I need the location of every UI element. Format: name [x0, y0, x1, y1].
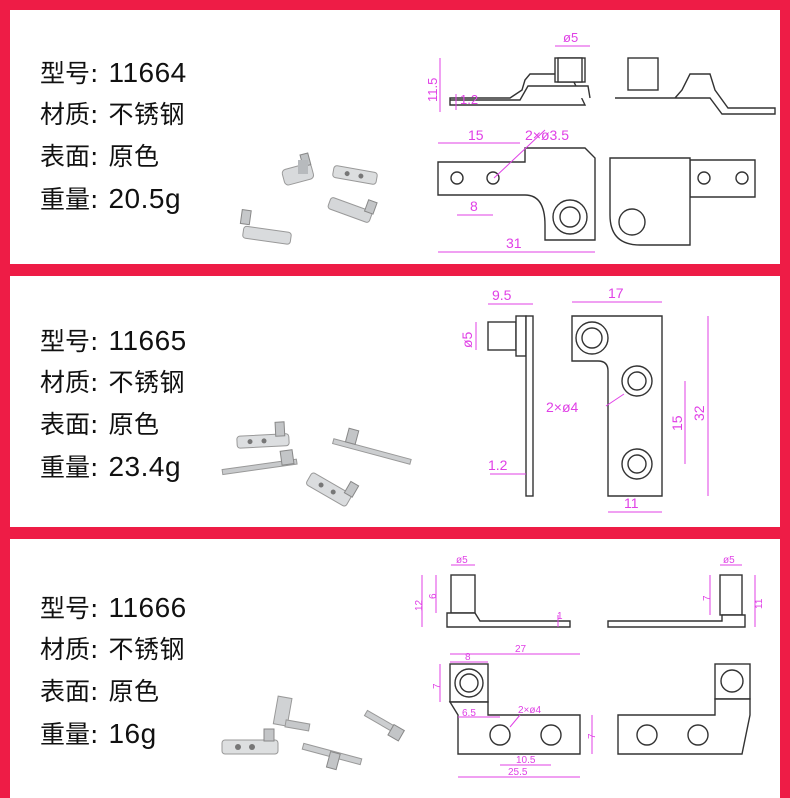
dim-pitch: 10.5 [516, 755, 536, 766]
spec-list: 型号:11666 材质:不锈钢 表面:原色 重量:16g [40, 587, 187, 755]
dim-holes: 2×ø4 [546, 399, 579, 415]
spec-material: 材质: 不锈钢 [40, 629, 187, 671]
spec-sep: : [90, 594, 99, 623]
spec-label: 型号 [40, 594, 91, 623]
product-photo [239, 152, 378, 245]
spec-sep: : [90, 142, 99, 171]
dim-hole-pitch: 15 [669, 415, 685, 431]
dim-tab-w: 8 [465, 652, 471, 663]
product-panel-11666: 型号:11666 材质:不锈钢 表面:原色 重量:16g ø5 12 6 1 ø… [10, 539, 780, 798]
spec-label: 表面 [40, 410, 91, 439]
material-value: 不锈钢 [108, 368, 185, 397]
spec-surface: 表面: 原色 [40, 136, 187, 178]
spec-label: 重量 [40, 185, 91, 214]
spec-material: 材质: 不锈钢 [40, 362, 187, 404]
dim-height: 7 [587, 733, 598, 739]
dim-pin-right: 7 [702, 595, 713, 601]
dim-d-top: ø5 [563, 30, 578, 45]
dim-height: 32 [691, 405, 707, 421]
spec-sep: : [90, 100, 99, 129]
model-value: 11665 [108, 325, 187, 356]
product-photo [221, 695, 406, 771]
product-panel-11665: 型号:11665 材质:不锈钢 表面:原色 重量:23.4g 9.5 ø5 1.… [10, 276, 780, 527]
front-view-drawing: 27 8 7 2×ø4 6.5 10.5 25.5 7 [432, 644, 751, 778]
spec-model: 型号:11665 [40, 320, 187, 362]
product-photo [221, 421, 412, 507]
product-photo-and-drawing: 9.5 ø5 1.2 17 2×ø4 15 32 11 [221, 285, 709, 513]
spec-label: 材质 [40, 368, 91, 397]
spec-label: 表面 [40, 142, 91, 171]
spec-sep: : [90, 453, 99, 482]
side-view-drawing: 9.5 ø5 1.2 [459, 287, 534, 497]
material-value: 不锈钢 [108, 635, 185, 664]
dim-thickness: 1.2 [460, 92, 478, 107]
spec-label: 重量 [40, 720, 91, 749]
weight-value: 20.5g [108, 183, 182, 214]
spec-sep: : [90, 59, 99, 88]
model-value: 11666 [108, 592, 187, 623]
spec-sep: : [90, 720, 99, 749]
dim-h-total: 11.5 [425, 78, 440, 102]
dim-holes: 2×ø4 [518, 705, 542, 716]
spec-label: 重量 [40, 453, 91, 482]
dim-total: 25.5 [508, 767, 528, 778]
spec-list: 型号:11665 材质:不锈钢 表面:原色 重量:23.4g [40, 320, 187, 488]
front-view-drawing: 15 2×ø3.5 8 31 [437, 127, 756, 253]
dim-thickness: 1 [557, 611, 563, 622]
dim-holes: 2×ø3.5 [525, 127, 569, 143]
side-view-drawing: ø5 11.5 1.2 [425, 30, 776, 115]
dim-pin-left: 6 [428, 593, 439, 599]
spec-sep: : [90, 327, 99, 356]
spec-sep: : [90, 410, 99, 439]
model-value: 11664 [108, 57, 187, 88]
dim-d-pin: ø5 [459, 331, 475, 348]
dim-d-right: ø5 [723, 555, 735, 566]
dim-h-right: 11 [754, 598, 765, 609]
spec-label: 材质 [40, 100, 91, 129]
spec-label: 材质 [40, 635, 91, 664]
spec-sep: : [90, 368, 99, 397]
dim-tab-h: 7 [432, 683, 443, 689]
product-photo-and-drawing: ø5 11.5 1.2 15 2×ø3.5 8 31 [239, 30, 776, 253]
weight-value: 23.4g [108, 451, 182, 482]
material-value: 不锈钢 [108, 100, 185, 129]
dim-width: 17 [608, 285, 624, 301]
spec-weight: 重量:20.5g [40, 178, 187, 220]
dim-length: 27 [515, 644, 527, 655]
product-panel-11664: 型号:11664 材质:不锈钢 表面:原色 重量:20.5g ø5 11.5 1 [10, 10, 780, 264]
dim-pin-len: 9.5 [492, 287, 512, 303]
dim-off1: 6.5 [462, 708, 476, 719]
spec-sep: : [90, 677, 99, 706]
surface-value: 原色 [108, 410, 160, 439]
spec-material: 材质: 不锈钢 [40, 94, 187, 136]
spec-model: 型号:11666 [40, 587, 187, 629]
dim-bottom: 11 [624, 495, 639, 511]
spec-label: 表面 [40, 677, 91, 706]
dim-d-left: ø5 [456, 555, 468, 566]
spec-label: 型号 [40, 59, 91, 88]
surface-value: 原色 [108, 142, 160, 171]
side-view-drawing: ø5 12 6 1 ø5 7 11 [414, 555, 765, 628]
dim-width-top: 15 [468, 127, 484, 143]
spec-weight: 重量:23.4g [40, 446, 187, 488]
weight-value: 16g [108, 718, 157, 749]
spec-weight: 重量:16g [40, 713, 187, 755]
spec-surface: 表面: 原色 [40, 404, 187, 446]
dim-thickness: 1.2 [488, 457, 508, 473]
surface-value: 原色 [108, 677, 160, 706]
product-photo-and-drawing: ø5 12 6 1 ø5 7 11 27 [221, 555, 765, 778]
spec-surface: 表面: 原色 [40, 671, 187, 713]
spec-label: 型号 [40, 327, 91, 356]
front-view-drawing: 17 2×ø4 15 32 11 [546, 285, 709, 513]
spec-sep: : [90, 635, 99, 664]
dim-width-total: 31 [506, 235, 522, 251]
spec-sep: : [90, 185, 99, 214]
dim-hole-pitch: 8 [470, 198, 478, 214]
spec-list: 型号:11664 材质:不锈钢 表面:原色 重量:20.5g [40, 52, 187, 220]
dim-h-left: 12 [414, 599, 425, 611]
spec-model: 型号:11664 [40, 52, 187, 94]
